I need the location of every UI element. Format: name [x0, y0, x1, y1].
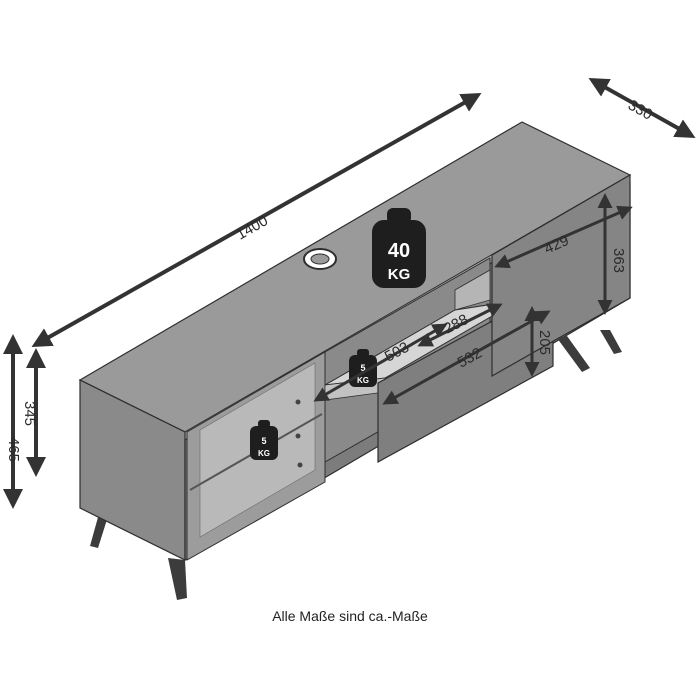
- shelf-pin: [295, 433, 301, 439]
- drawer-front-width-arrow: [382, 310, 551, 405]
- back-right-leg: [600, 330, 622, 354]
- depth-arrow: [588, 78, 696, 138]
- door-height-label: 363: [610, 248, 627, 273]
- shelf-pin: [297, 462, 303, 468]
- front-left-leg: [168, 558, 187, 600]
- drawer-front-height-label: 205: [536, 330, 553, 355]
- dimension-arrows: [3, 78, 696, 509]
- top-weight-unit: KG: [388, 266, 411, 283]
- front-right-leg: [557, 336, 590, 372]
- total-height-label: 465: [5, 437, 22, 462]
- body-height-label: 345: [21, 401, 38, 426]
- measurement-note: Alle Maße sind ca.-Maße: [272, 608, 428, 624]
- width-arrow: [31, 93, 482, 347]
- shelf-weight-icon: 5 KG: [250, 420, 278, 460]
- shelf-weight-value: 5: [261, 436, 266, 446]
- shelf-weight-unit: KG: [258, 449, 270, 458]
- shelf-pin: [295, 399, 301, 405]
- top-weight-value: 40: [388, 240, 410, 262]
- drawer-weight-unit: KG: [357, 376, 369, 385]
- cable-grommet-inner: [310, 253, 330, 265]
